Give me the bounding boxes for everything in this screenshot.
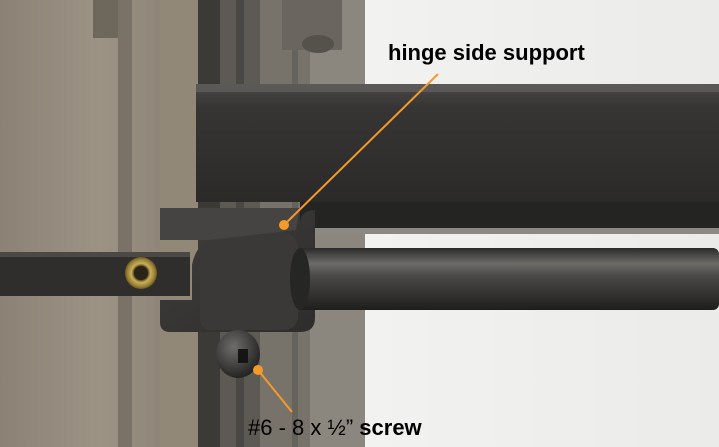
screw-recess (238, 349, 248, 363)
left-panel-groove (118, 0, 132, 447)
beam-lower-rail (300, 202, 719, 230)
support-leader-dot (279, 220, 289, 230)
screw-leader-dot (253, 365, 263, 375)
top-tab (93, 0, 118, 38)
hinge-side-support-label: hinge side support (388, 40, 585, 65)
screw-label-word: screw (359, 415, 422, 440)
support-rod (296, 248, 719, 310)
horizontal-beam (196, 84, 719, 202)
beam-top-edge (196, 84, 719, 92)
flat-strap-highlight (0, 252, 190, 257)
screw-label-size: #6 - 8 x ½” (248, 415, 360, 440)
screw-leader-line (257, 369, 293, 413)
frame-top-knob (302, 35, 334, 53)
bracket-front-face (200, 232, 298, 330)
screw-label: #6 - 8 x ½” screw (248, 417, 422, 439)
grommet-hole (134, 266, 148, 280)
rod-end (290, 248, 310, 310)
flat-strap (0, 252, 190, 296)
support-leader-line (283, 73, 439, 226)
bracket-upper-face (160, 208, 300, 240)
beam-lower-rail-highlight (300, 228, 719, 234)
